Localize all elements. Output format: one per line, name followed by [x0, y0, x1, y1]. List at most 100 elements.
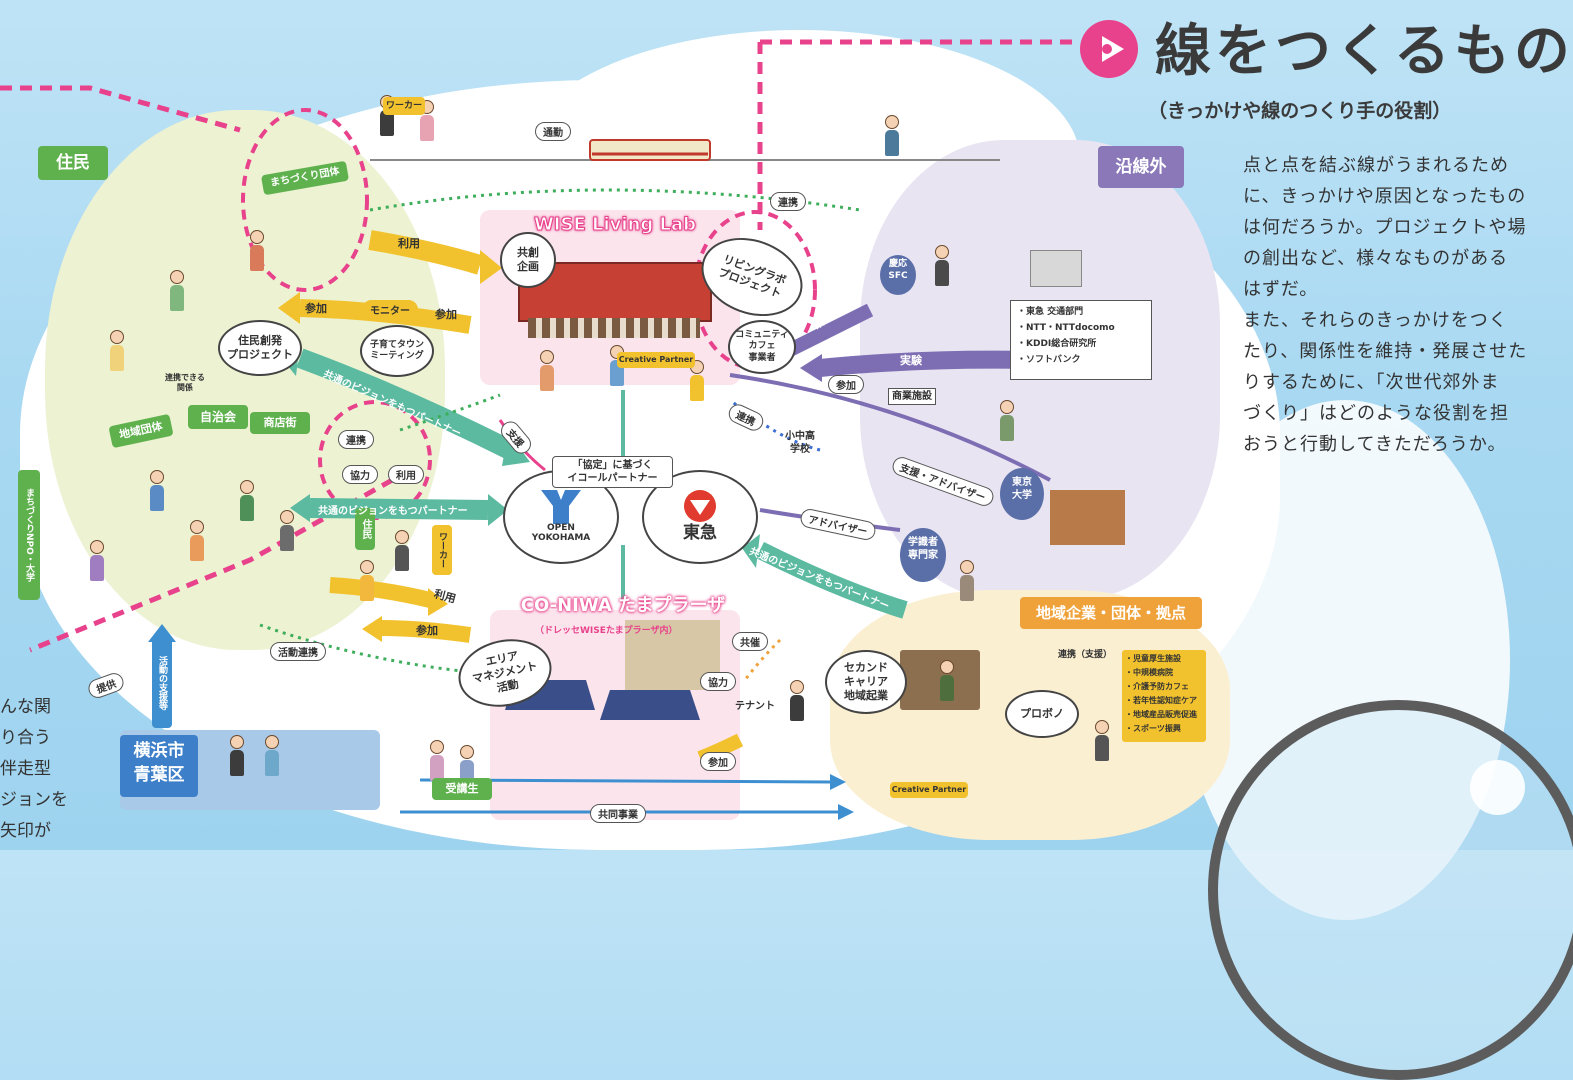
- arrow-label-kyoryoku: 協力: [700, 672, 736, 691]
- coniwa-title: CO-NIWA たまプラーザ: [520, 595, 726, 616]
- left-fragment-line: ジョンを: [0, 790, 68, 810]
- tokyo-univ-label: 東京 大学: [1000, 468, 1044, 520]
- arrow-label-kyoryoku: 協力: [342, 465, 378, 484]
- outside-tag: 沿線外: [1098, 146, 1184, 188]
- green-dotted-arrow: [369, 188, 861, 212]
- second-career-bubble: セカンド キャリア 地域起業: [825, 650, 907, 714]
- living-lab-title: WISE Living Lab: [533, 214, 697, 236]
- worker-top-sign: ワーカー: [383, 97, 425, 115]
- worker-small-sign: ワーカー: [432, 525, 452, 575]
- arrow-label-renkei-dekiru: 連携できる 関係: [165, 373, 205, 393]
- company-list-box: ・東急 交通部門 ・NTT・NTTdocomo ・KDDI総合研究所 ・ソフトバ…: [1010, 300, 1152, 380]
- person-figure: [540, 350, 554, 391]
- page-title: 線をつくるもの: [1155, 19, 1573, 84]
- shotengai-sign: 商店街: [250, 412, 310, 434]
- person-figure: [265, 735, 279, 776]
- local-tag: 地域企業・団体・拠点: [1020, 597, 1202, 629]
- purple-arrow: [729, 373, 1051, 482]
- company-item: ・東急 交通部門: [1017, 307, 1084, 317]
- teal-arrow: [296, 348, 515, 459]
- left-fragment-line: 矢印が: [0, 821, 51, 841]
- description-line: に、きっかけや原因となったもの: [1243, 186, 1527, 207]
- person-figure: [240, 480, 254, 521]
- arrow-label-riyo-small: 利用: [388, 465, 424, 484]
- arrow-label-sanka: 参加: [416, 624, 438, 637]
- company-item: ・ソフトバンク: [1017, 355, 1081, 365]
- purple-arrow: [786, 303, 874, 357]
- kosodate-bubble: 子育てタウン ミーティング: [360, 325, 434, 377]
- yokohama-y-icon: [541, 490, 581, 525]
- residents-tag: 住民: [38, 146, 108, 180]
- resident-project-bubble: 住民創発 プロジェクト: [218, 320, 302, 376]
- green-dotted-arrow: [399, 393, 501, 432]
- creative-partner-sign: Creative Partner: [890, 782, 968, 798]
- person-figure: [940, 660, 954, 701]
- person-figure: [1000, 400, 1014, 441]
- person-figure: [960, 560, 974, 601]
- npo-sign: まちづくりNPO・大学: [18, 470, 40, 600]
- arrow-label-monitor: モニター: [362, 300, 418, 319]
- person-figure: [150, 470, 164, 511]
- open-yokohama-text: OPEN YOKOHAMA: [531, 523, 591, 543]
- shogyo-label: 商業施設: [888, 388, 936, 405]
- yellow-arrowhead: [362, 616, 382, 642]
- jumin-small-sign: 住民: [355, 508, 375, 550]
- arrow-label-renkei-small: 連携: [338, 430, 374, 449]
- experts-label: 学識者 専門家: [900, 528, 946, 582]
- description-line: また、それらのきっかけをつく: [1243, 310, 1508, 331]
- orange-dotted-arrow: [743, 638, 782, 681]
- person-figure: [250, 230, 264, 271]
- left-fragment-line: 伴走型: [0, 759, 51, 779]
- arrow-label-kyosai: 共催: [732, 632, 768, 651]
- left-fragment-line: り合う: [0, 728, 51, 748]
- person-figure: [790, 680, 804, 721]
- train: [589, 139, 711, 161]
- green-dotted-arrow: [259, 623, 471, 674]
- description-line: は何だろうか。プロジェクトや場: [1243, 217, 1527, 238]
- description-line: たり、関係性を維持・発展させた: [1243, 341, 1528, 362]
- description-line: はずだ。: [1243, 279, 1319, 300]
- arrow-label-sanka: 参加: [305, 302, 327, 315]
- kyoso-bubble: 共創 企画: [500, 232, 556, 288]
- pink-dotted-line: [0, 85, 241, 133]
- person-figure: [90, 540, 104, 581]
- person-figure: [430, 740, 444, 781]
- probono-bubble: プロボノ: [1005, 690, 1079, 738]
- description-line: 点と点を結ぶ線がうまれるため: [1243, 155, 1509, 176]
- play-circle-icon: [1080, 20, 1138, 78]
- teal-arrowhead: [742, 534, 760, 568]
- tenant-label: テナント: [735, 701, 775, 712]
- arrow-label-katsudo-renkei: 活動連携: [270, 642, 326, 661]
- tokyu-text: 東急: [683, 523, 717, 544]
- keio-building: [1030, 250, 1082, 287]
- teal-arrowhead: [290, 494, 310, 522]
- teal-arrow: [755, 541, 908, 619]
- living-lab-base: [528, 318, 700, 338]
- school-label: 小中高 学校: [785, 431, 815, 455]
- person-figure: [230, 735, 244, 776]
- coniwa-tent: [600, 690, 700, 720]
- arrow-label-tsukin: 通勤: [535, 122, 571, 141]
- arrow-label-kyodo-jigyo: 共同事業: [590, 804, 646, 823]
- tokyu-mark-icon: [684, 490, 716, 523]
- person-figure: [690, 360, 704, 401]
- creative-partner-sign: Creative Partner: [617, 352, 695, 368]
- local-item: ・スポーツ振興: [1125, 724, 1181, 733]
- agreement-label: 「協定」に基づく イコールパートナー: [552, 456, 673, 488]
- connector-layer: [0, 39, 1080, 820]
- teal-arrow: [309, 498, 489, 520]
- arrow-label-sanka: 参加: [700, 752, 736, 771]
- purple-arrowhead: [800, 354, 822, 382]
- yellow-arrowhead: [278, 292, 300, 324]
- local-item: ・中規模病院: [1125, 668, 1173, 677]
- yellow-arrow: [329, 577, 432, 608]
- jichikai-sign: 自治会: [188, 405, 248, 429]
- tokyo-univ-building: [1050, 490, 1125, 545]
- person-figure: [360, 560, 374, 601]
- yellow-arrow: [379, 620, 472, 643]
- arrow-label-riyo: 利用: [398, 237, 420, 250]
- person-figure: [110, 330, 124, 371]
- local-item: ・児童厚生施設: [1125, 654, 1181, 663]
- jukosei-sign: 受講生: [432, 778, 492, 800]
- arrow-label-sanka: 参加: [828, 375, 864, 394]
